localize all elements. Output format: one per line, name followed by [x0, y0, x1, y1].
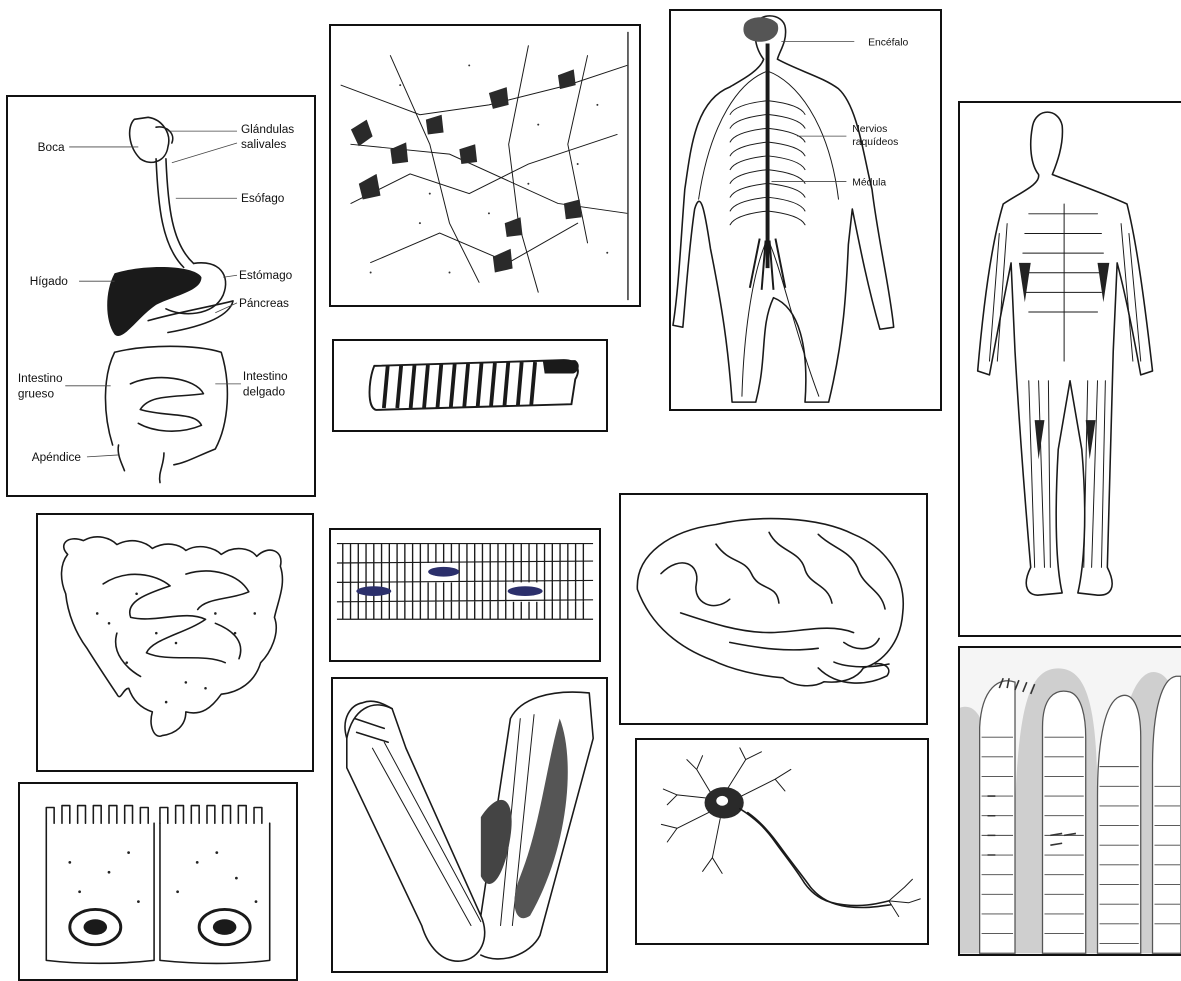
digestive-system-diagram: Boca Glándulas salivales Esófago Hígado …	[8, 97, 314, 495]
neuron-drawing	[637, 740, 927, 943]
colon-frame	[62, 537, 283, 736]
brain-shape	[743, 17, 778, 42]
neuron-body	[351, 120, 373, 147]
microvilli-right	[160, 806, 262, 824]
neuron-body	[493, 249, 513, 273]
neuron-panel	[635, 738, 929, 945]
small-intestine-drawing	[38, 515, 312, 770]
neuron-body	[489, 87, 509, 109]
nervous-system-panel: Encéfalo Nervios raquídeos Médula	[669, 9, 942, 411]
label-boca: Boca	[38, 140, 65, 154]
nucleus	[716, 796, 728, 806]
digestive-system-panel: Boca Glándulas salivales Esófago Hígado …	[6, 95, 316, 497]
neuron-body	[505, 217, 523, 237]
label-apendice: Apéndice	[32, 450, 82, 464]
mouth-shape	[130, 117, 169, 162]
label-glandulas-1: Glándulas	[241, 122, 294, 136]
epithelial-cells-panel	[18, 782, 298, 981]
salivary-glands-shape	[156, 127, 173, 143]
biceps-shape	[514, 719, 567, 919]
muscle-fibers	[989, 204, 1140, 567]
axon-terminals	[889, 879, 920, 916]
neuron-body	[359, 174, 381, 200]
brain-panel	[619, 493, 928, 725]
nervous-tissue-panel	[329, 24, 641, 307]
brain-drawing	[621, 495, 926, 723]
appendix-shape	[118, 445, 124, 471]
nervous-tissue-drawing	[331, 26, 639, 305]
muscle-body-outline	[978, 112, 1153, 595]
microvilli-left	[46, 806, 148, 824]
label-higado: Hígado	[30, 274, 69, 288]
liver-shape	[107, 267, 201, 336]
forearm-outline	[347, 705, 485, 961]
label-pancreas: Páncreas	[239, 296, 289, 310]
esophagus-shape	[156, 159, 194, 268]
villi-panel	[958, 646, 1181, 956]
label-intestino-delgado-1: Intestino	[243, 369, 288, 383]
neuron-body	[390, 142, 408, 164]
villi-drawing	[960, 648, 1181, 954]
small-intestine-panel	[36, 513, 314, 772]
label-intestino-grueso-2: grueso	[18, 387, 55, 401]
neuron-body	[426, 115, 444, 135]
forearm-muscle-shape	[481, 800, 512, 884]
epithelial-cells-drawing	[20, 784, 296, 979]
neuron-body	[459, 144, 477, 164]
neuron-body	[564, 200, 582, 220]
arm-drawing	[333, 679, 606, 971]
pancreas-shape	[148, 301, 233, 333]
muscular-system-panel	[958, 101, 1181, 637]
small-intestine-loops	[103, 571, 249, 676]
label-esofago: Esófago	[241, 191, 285, 205]
large-intestine-shape	[105, 346, 227, 464]
arm-panel	[331, 677, 608, 973]
label-intestino-delgado-2: delgado	[243, 385, 286, 399]
axon	[740, 809, 891, 908]
small-intestine-shape	[130, 378, 203, 432]
label-nervios-1: Nervios	[852, 124, 887, 135]
label-encefalo: Encéfalo	[868, 37, 908, 48]
body-outline	[673, 16, 894, 402]
striated-muscle-panel	[329, 528, 601, 662]
muscle-fiber-panel	[332, 339, 608, 432]
striated-muscle-drawing	[331, 530, 599, 660]
label-estomago: Estómago	[239, 268, 293, 282]
muscular-system-diagram	[960, 103, 1181, 635]
label-medula: Médula	[852, 177, 886, 188]
brain-outline	[637, 519, 903, 686]
rectum-shape	[160, 453, 164, 483]
brain-gyri	[661, 532, 889, 666]
muscle-fiber-drawing	[334, 341, 606, 430]
label-glandulas-2: salivales	[241, 137, 286, 151]
label-intestino-grueso-1: Intestino	[18, 371, 63, 385]
nervous-system-diagram: Encéfalo Nervios raquídeos Médula	[671, 11, 940, 409]
cell-left	[46, 823, 154, 963]
neuron-body	[558, 69, 576, 89]
label-nervios-2: raquídeos	[852, 137, 898, 148]
